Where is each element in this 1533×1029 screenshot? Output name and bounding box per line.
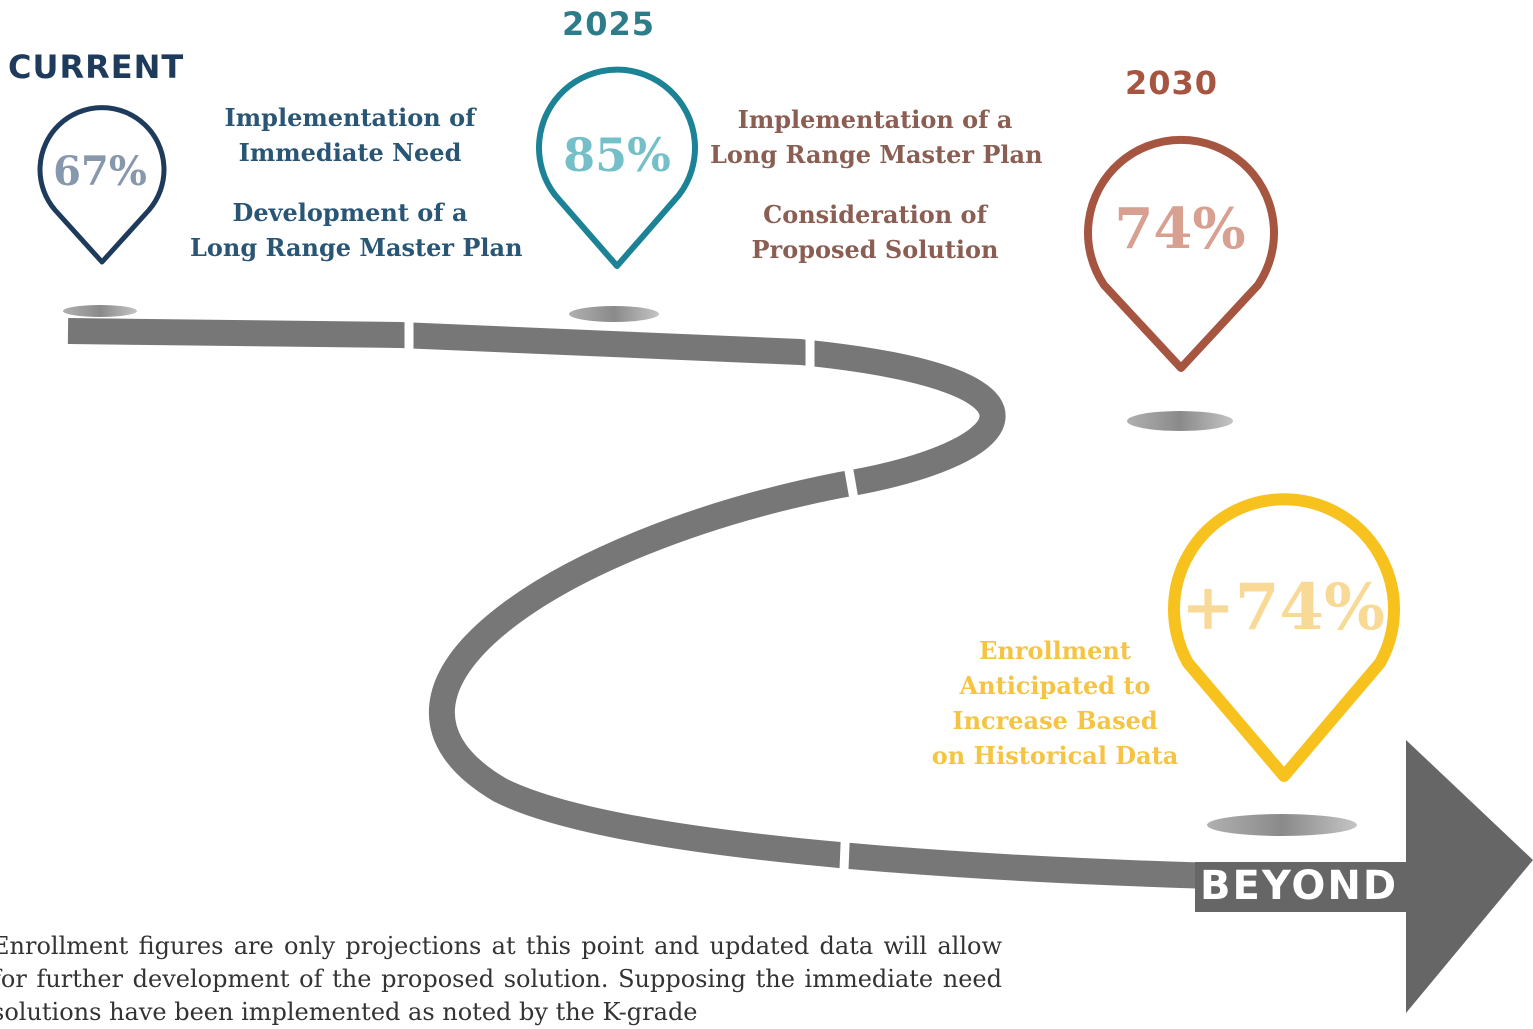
stage-label-2025: 2025 xyxy=(562,5,656,43)
percent-2025: 85% xyxy=(563,128,671,182)
stage-label-beyond: BEYOND xyxy=(1200,863,1399,909)
pin-marker-beyond xyxy=(1168,493,1400,782)
current-note-2: Immediate Need xyxy=(238,138,462,167)
percent-beyond: +74% xyxy=(1181,570,1385,645)
2025-note-4: Proposed Solution xyxy=(751,235,999,264)
current-note-3: Development of a xyxy=(232,198,468,227)
current-note-4: Long Range Master Plan xyxy=(190,233,523,262)
current-note-1: Implementation of xyxy=(224,103,476,132)
pin-shadow-current xyxy=(63,305,137,317)
footnote-paragraph: Enrollment figures are only projections … xyxy=(0,932,1002,1026)
pin-shadow-2025 xyxy=(569,306,659,322)
pin-marker-current xyxy=(37,105,167,265)
pin-shadow-2030 xyxy=(1127,411,1233,431)
arrowhead-shape xyxy=(1406,740,1533,1013)
beyond-note-1: Enrollment xyxy=(979,636,1131,665)
pin-marker-2025 xyxy=(536,66,698,269)
road-gaps xyxy=(404,320,860,896)
percent-2030: 74% xyxy=(1114,196,1246,262)
2025-note-2: Long Range Master Plan xyxy=(710,140,1043,169)
percent-current: 67% xyxy=(53,148,147,195)
pin-shadow-beyond xyxy=(1207,814,1357,836)
2025-note-1: Implementation of a xyxy=(737,105,1013,134)
beyond-note-3: Increase Based xyxy=(952,706,1158,735)
beyond-note-4: on Historical Data xyxy=(931,741,1179,770)
road-path xyxy=(67,318,1411,893)
stage-label-current: CURRENT xyxy=(8,48,185,86)
stage-label-2030: 2030 xyxy=(1125,64,1219,102)
2025-note-3: Consideration of xyxy=(763,200,987,229)
beyond-note-2: Anticipated to xyxy=(959,671,1151,700)
pin-marker-2030 xyxy=(1084,135,1278,372)
